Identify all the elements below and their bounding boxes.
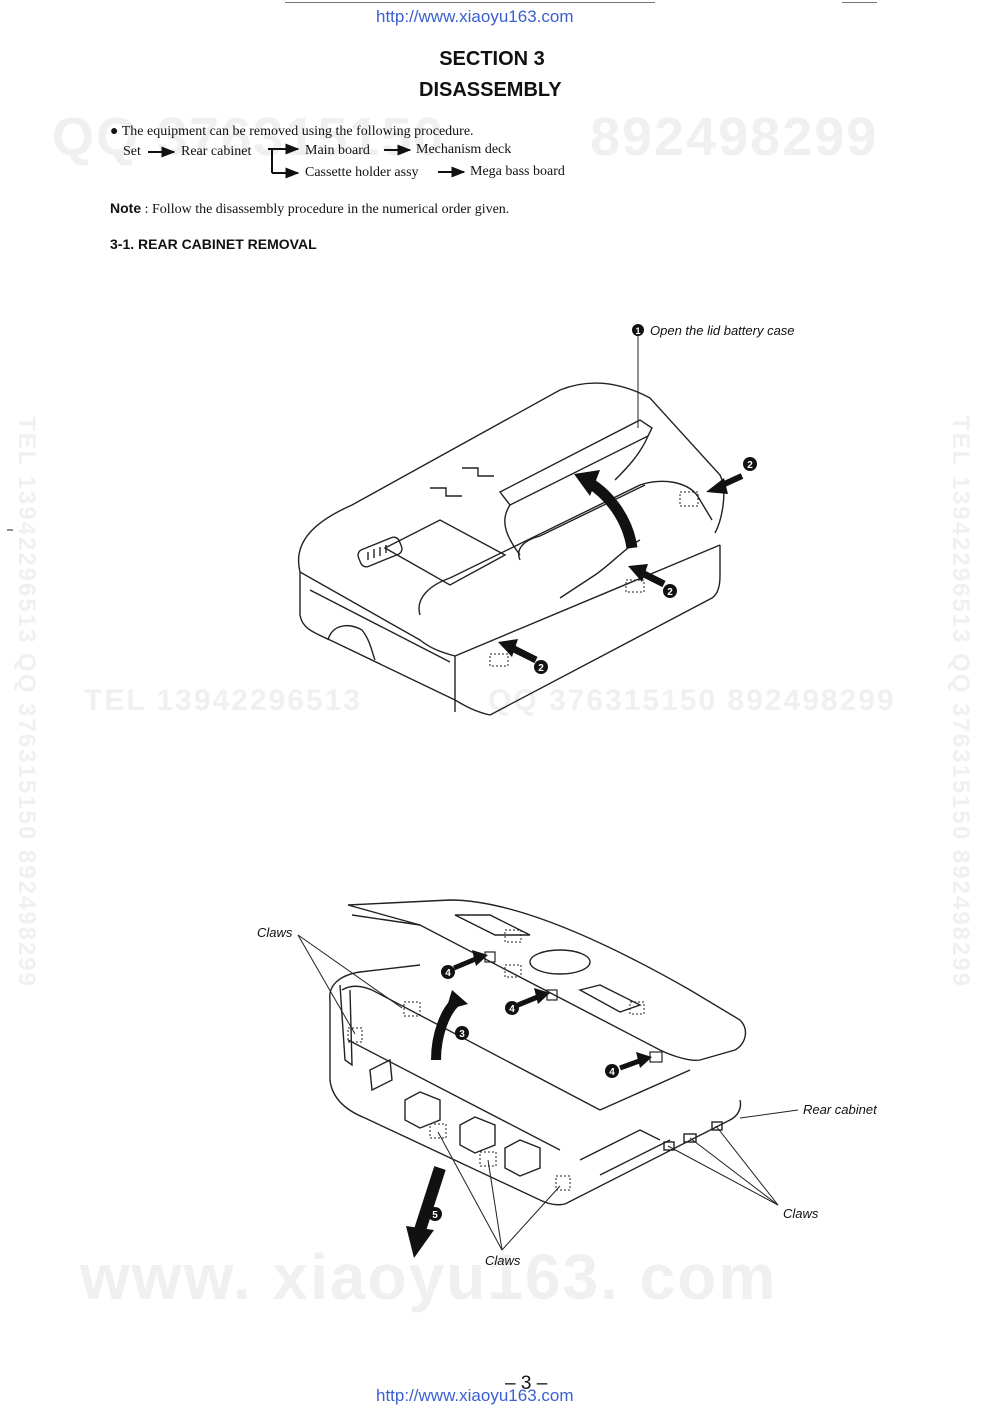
step5-marker: 5: [432, 1210, 438, 1221]
claws-label-right: Claws: [783, 1206, 819, 1221]
step-markers-fig2: 3 4 4 4 5: [428, 965, 619, 1221]
figure2-device: [329, 899, 747, 1206]
top-rule-right: [842, 2, 877, 3]
page-number: – 3 –: [505, 1373, 548, 1394]
top-rule: [285, 2, 655, 3]
subsection-title: 3-1. REAR CABINET REMOVAL: [110, 236, 317, 252]
procedure-intro-text: The equipment can be removed using the f…: [121, 124, 474, 139]
watermark-qq-line: QQ 376315150 892498299: [488, 684, 896, 717]
watermark-number: 892498299: [590, 107, 879, 167]
figure1-device: [297, 382, 725, 716]
note-text: : Follow the disassembly procedure in th…: [144, 202, 510, 217]
step4-marker-c: 4: [609, 1067, 615, 1078]
claws-label-top: Claws: [257, 925, 293, 940]
step1-label: Open the lid battery case: [650, 323, 795, 338]
procedure-intro: ● The equipment can be removed using the…: [110, 124, 474, 140]
flow-set: Set: [123, 144, 141, 159]
note-label: Note: [110, 200, 142, 216]
step1-marker: 1: [635, 326, 640, 336]
step4-marker-b: 4: [509, 1004, 515, 1015]
step4-arrows: [453, 950, 652, 1071]
flow-arrows: [148, 143, 466, 179]
flow-main-board: Main board: [305, 143, 370, 158]
flow-mega-bass: Mega bass board: [470, 164, 565, 179]
claws-label-bottom: Claws: [485, 1253, 521, 1268]
step2-marker-c: 2: [538, 663, 544, 674]
bullet-icon: ●: [110, 124, 119, 139]
watermark-site: www. xiaoyu163. com: [80, 1241, 778, 1313]
flow-rear-cabinet: Rear cabinet: [181, 144, 252, 159]
step-markers-fig1: 1 2 2 2: [534, 324, 757, 674]
push-arrows: [498, 473, 744, 664]
lid-open-arrow-head: [574, 470, 600, 496]
step2-marker-a: 2: [747, 460, 753, 471]
step2-marker-b: 2: [667, 587, 673, 598]
watermark-vertical-right: TEL 13942296513 QQ 376315150 892498299: [947, 416, 974, 988]
section-title: DISASSEMBLY: [419, 79, 562, 101]
watermark-vertical-left: TEL 13942296513 QQ 376315150 892498299: [13, 416, 40, 988]
step5-arrow-head: [406, 1226, 434, 1258]
footer-url[interactable]: http://www.xiaoyu163.com: [376, 1386, 574, 1405]
section-number: SECTION 3: [439, 48, 545, 70]
step4-marker-a: 4: [445, 968, 451, 979]
note-line: Note : Follow the disassembly procedure …: [110, 200, 509, 218]
step3-marker: 3: [459, 1029, 465, 1040]
rear-cabinet-label: Rear cabinet: [803, 1102, 877, 1117]
claws-leaders: [297, 934, 799, 1251]
flow-cassette-holder: Cassette holder assy: [305, 165, 419, 180]
step3-arrow-head: [446, 990, 468, 1010]
flow-mechanism-deck: Mechanism deck: [416, 142, 512, 157]
watermark-tel: TEL 13942296513: [84, 684, 362, 717]
watermark-qq: QQ 376315150: [52, 107, 446, 167]
header-url[interactable]: http://www.xiaoyu163.com: [376, 7, 574, 26]
